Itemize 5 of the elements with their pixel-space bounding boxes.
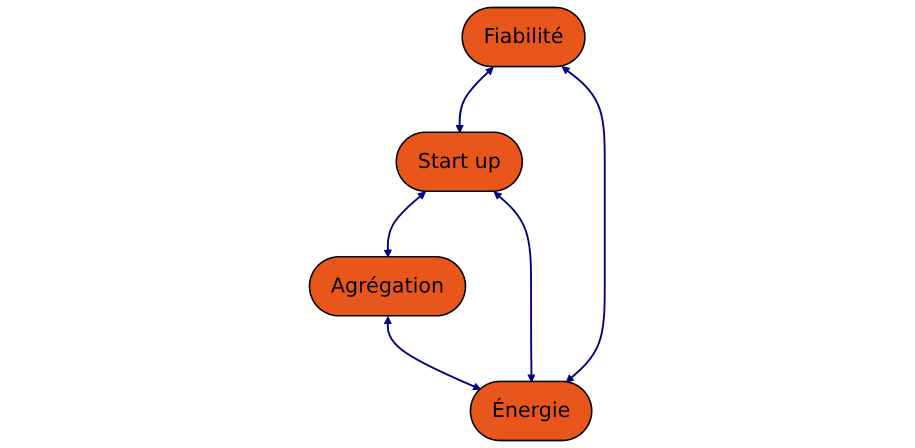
arrow xyxy=(384,316,482,390)
arrow xyxy=(456,66,494,133)
arrow xyxy=(384,192,426,258)
arrow xyxy=(494,192,536,382)
arrow xyxy=(562,66,606,382)
